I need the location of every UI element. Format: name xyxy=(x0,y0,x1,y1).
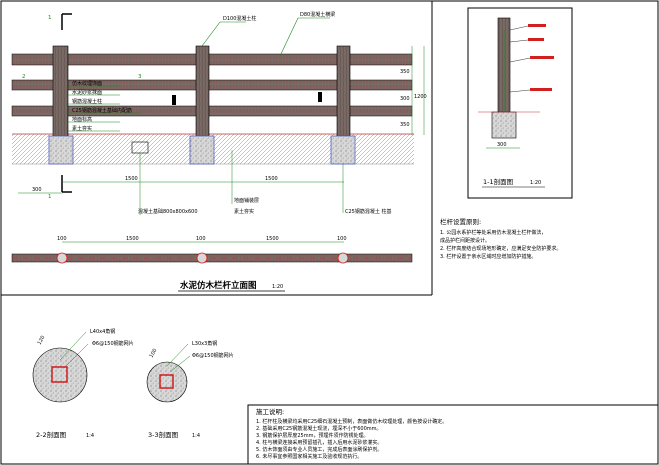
section-marker-2-label: 2 xyxy=(22,74,26,80)
sec33-note-2: Φ6@150钢筋网片 xyxy=(192,352,234,359)
dim-span-right: 1500 xyxy=(265,176,278,182)
elevation-view: 1 1 2 3 D100混凝土柱 D80混凝土横梁 仿木纹理饰面 水泥砂浆抹面 … xyxy=(11,11,427,215)
dim-right-2: 300 xyxy=(400,96,410,102)
plan-dim-a: 100 xyxy=(57,236,67,242)
design-note-4: 3. 栏杆设置于亲水区域时应增加防护措施。 xyxy=(440,253,536,260)
construction-note-5: 5. 仿木饰面须由专业人员施工，完成后表面涂刷保护剂。 xyxy=(256,446,382,453)
sec33-note-1: L30x3角钢 xyxy=(192,340,217,347)
top-rail xyxy=(11,53,413,66)
design-note-3: 2. 栏杆高度结合现场地形确定，应满足安全防护要求。 xyxy=(440,245,561,252)
sec33-steel xyxy=(159,374,174,389)
plan-post-2 xyxy=(196,252,208,264)
footing-1 xyxy=(48,135,74,165)
marker-block-2 xyxy=(318,92,322,102)
marker-block-1 xyxy=(172,95,176,105)
callout-left-2: 水泥砂浆抹面 xyxy=(72,89,102,96)
section-1-1-frame xyxy=(467,7,573,199)
section-1-1-scale: 1:20 xyxy=(530,180,541,186)
construction-note-6: 6. 未尽事宜参照国家相关施工及验收规范执行。 xyxy=(256,453,362,460)
sec33-leader-2 xyxy=(169,355,191,373)
construction-notes: 施工说明: 1. 栏杆柱及横梁均采用C25细石混凝土预制，表面做仿木纹理处理，颜… xyxy=(256,407,447,460)
section-2-2-title: 2-2剖面图 xyxy=(36,430,66,439)
dim-right-3: 350 xyxy=(400,122,410,128)
sec11-tag-1 xyxy=(528,24,546,27)
plan-strip: 100 1500 100 1500 100 xyxy=(11,236,413,264)
sec11-tag-2 xyxy=(528,38,544,41)
callout-top-right: D80混凝土横梁 xyxy=(300,11,335,18)
sec22-leader-1 xyxy=(59,331,87,361)
post-2 xyxy=(195,45,210,137)
construction-note-3: 3. 钢筋保护层厚度25mm，预埋件须作防锈处理。 xyxy=(256,432,368,439)
section-3-3-view: L30x3角钢 Φ6@150钢筋网片 100 3-3剖面图 1:4 xyxy=(146,340,234,439)
callout-leader-top-left xyxy=(201,21,221,47)
sec11-dim: 300 xyxy=(497,142,507,148)
design-notes-title: 栏杆设置原则: xyxy=(440,217,481,226)
dim-right-1: 350 xyxy=(400,69,410,75)
callout-left-4: C25钢筋混凝土基础内配筋 xyxy=(72,107,132,114)
section-2-2-scale: 1:4 xyxy=(86,433,94,439)
section-1-1-view: 300 1-1剖面图 1:20 xyxy=(478,17,554,188)
section-marker-1-label-top: 1 xyxy=(48,15,52,21)
sec11-leader-2 xyxy=(509,39,529,43)
plan-post-3 xyxy=(337,252,349,264)
sec11-leader-3 xyxy=(509,57,531,63)
construction-notes-title: 施工说明: xyxy=(256,407,284,416)
plan-dim-c: 100 xyxy=(196,236,206,242)
construction-note-2: 2. 基础采用C25钢筋混凝土现浇，埋深不小于600mm。 xyxy=(256,425,382,432)
plan-dim-e: 100 xyxy=(337,236,347,242)
plan-dim-d: 1500 xyxy=(266,236,279,242)
sec11-tag-3 xyxy=(530,56,554,59)
section-marker-1-label-bottom: 1 xyxy=(48,194,52,200)
sec22-circle xyxy=(32,347,88,403)
design-notes: 栏杆设置原则: 1. 公园水系护栏等处采用仿木混凝土栏杆做法， 成品护栏间距按设… xyxy=(440,217,561,260)
section-marker-3-label: 3 xyxy=(138,74,142,80)
sec11-leader-4 xyxy=(509,89,531,93)
callout-left-5: 地面标高 xyxy=(72,116,92,123)
elevation-title: 水泥仿木栏杆立面图 xyxy=(179,280,257,291)
section-3-3-scale: 1:4 xyxy=(192,433,200,439)
callout-left-group: 仿木纹理饰面 水泥砂浆抹面 钢筋混凝土柱 C25钢筋混凝土基础内配筋 地面标高 … xyxy=(68,80,140,132)
sec33-dim: 100 xyxy=(149,348,159,359)
callout-bottom-4: C25钢筋混凝土 柱基 xyxy=(345,208,391,215)
callout-leader-top-right xyxy=(279,17,299,57)
sec22-dim: 120 xyxy=(37,335,47,346)
sec22-leader-2 xyxy=(63,343,89,369)
dim-right-total: 1200 xyxy=(414,94,427,100)
sec22-note-1: L40x4角钢 xyxy=(90,328,115,335)
plan-dim-b: 1500 xyxy=(126,236,139,242)
callout-bottom-3: 素土夯实 xyxy=(234,208,254,215)
sec33-circle xyxy=(146,361,188,403)
sec22-note-2: Φ6@150钢筋网片 xyxy=(92,340,134,347)
design-note-2: 成品护栏间距按设计。 xyxy=(440,237,490,244)
section-3-3-title: 3-3剖面图 xyxy=(148,430,178,439)
footing-2 xyxy=(189,135,215,165)
construction-note-4: 4. 柱与横梁连接采用预留插孔，插入后用水泥砂浆灌实。 xyxy=(256,439,382,446)
callout-bottom-1: 混凝土基础800x800x600 xyxy=(138,208,198,215)
section-2-2-view: L40x4角钢 Φ6@150钢筋网片 120 2-2剖面图 1:4 xyxy=(32,328,134,439)
post-3 xyxy=(336,45,351,137)
section-1-1-title: 1-1剖面图 xyxy=(483,177,513,186)
dim-span-left: 1500 xyxy=(125,176,138,182)
callout-left-3: 钢筋混凝土柱 xyxy=(72,98,102,105)
design-note-1: 1. 公园水系护栏等处采用仿木混凝土栏杆做法， xyxy=(440,229,546,236)
callout-bottom-2: 地面铺装层 xyxy=(234,197,259,204)
sec22-steel xyxy=(51,366,68,383)
sec11-tag-4 xyxy=(530,88,552,91)
footing-3 xyxy=(330,135,356,165)
plan-post-1 xyxy=(56,252,68,264)
sec11-footing xyxy=(491,111,517,139)
notes-frame xyxy=(247,404,659,465)
callout-left-6: 素土夯实 xyxy=(72,125,92,132)
callout-left-1: 仿木纹理饰面 xyxy=(72,80,102,87)
elevation-scale: 1:20 xyxy=(272,284,283,290)
sec11-leader-1 xyxy=(509,25,529,31)
post-1 xyxy=(52,45,69,137)
dim-foot-left: 300 xyxy=(32,187,42,193)
construction-note-1: 1. 栏杆柱及横梁均采用C25细石混凝土预制，表面做仿木纹理处理，颜色按设计确定… xyxy=(256,418,447,425)
sec33-leader-1 xyxy=(166,343,189,367)
callout-top-left: D100混凝土柱 xyxy=(223,15,256,22)
